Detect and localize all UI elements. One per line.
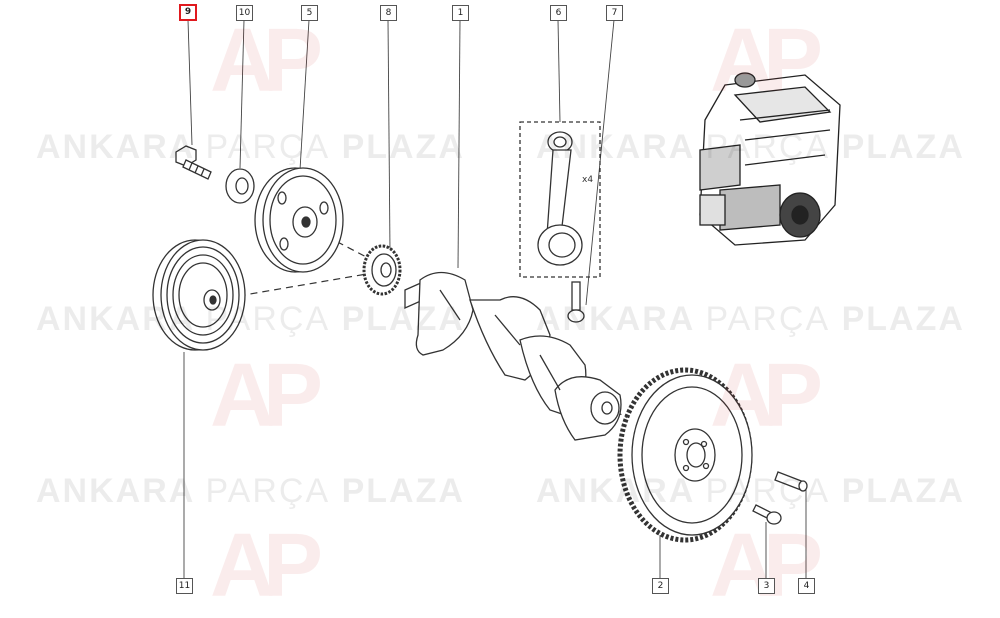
bolt-part-9 xyxy=(175,145,212,180)
watermark-logo: AP xyxy=(710,11,823,111)
watermark-text: ANKARA PARÇA PLAZA xyxy=(36,128,465,166)
crank-pulley-part-11 xyxy=(152,239,246,351)
watermark-text: ANKARA PARÇA PLAZA xyxy=(36,300,465,338)
watermark-logo: AP xyxy=(710,346,823,446)
connecting-rod-part-6 xyxy=(519,121,601,278)
callout-4[interactable]: 4 xyxy=(798,578,815,594)
callout-5[interactable]: 5 xyxy=(301,5,318,21)
callout-3[interactable]: 3 xyxy=(758,578,775,594)
crankshaft-part-1 xyxy=(404,271,622,441)
watermark-text: ANKARA PARÇA PLAZA xyxy=(536,128,965,166)
callout-8[interactable]: 8 xyxy=(380,5,397,21)
watermark-text: ANKARA PARÇA PLAZA xyxy=(536,472,965,510)
washer-part-10 xyxy=(225,168,255,204)
callout-7[interactable]: 7 xyxy=(606,5,623,21)
watermark-logo: AP xyxy=(710,516,823,616)
engine-illustration xyxy=(699,72,841,246)
dowel-part-4 xyxy=(774,471,808,492)
watermark-logo: AP xyxy=(210,346,323,446)
callout-11[interactable]: 11 xyxy=(176,578,193,594)
pulley-part-5 xyxy=(254,167,344,273)
watermark-text: ANKARA PARÇA PLAZA xyxy=(36,472,465,510)
gear-part-8 xyxy=(362,244,402,296)
flywheel-bolt-part-3 xyxy=(752,504,782,525)
exploded-parts-diagram: x4 ANKARA PARÇA PLAZA ANKARA PARÇA PLAZA… xyxy=(36,4,965,616)
quantity-label: x4 xyxy=(582,175,593,185)
watermark-logo: AP xyxy=(210,11,323,111)
parts-drawing: x4 xyxy=(152,19,841,578)
callout-2[interactable]: 2 xyxy=(652,578,669,594)
watermark-logo: AP xyxy=(210,516,323,616)
watermark-text: ANKARA PARÇA PLAZA xyxy=(536,300,965,338)
rod-bolt-part-7 xyxy=(567,281,585,323)
callout-1[interactable]: 1 xyxy=(452,5,469,21)
flywheel-part-2 xyxy=(617,367,753,543)
callout-9[interactable]: 9 xyxy=(179,4,197,21)
callout-6[interactable]: 6 xyxy=(550,5,567,21)
callout-10[interactable]: 10 xyxy=(236,5,253,21)
